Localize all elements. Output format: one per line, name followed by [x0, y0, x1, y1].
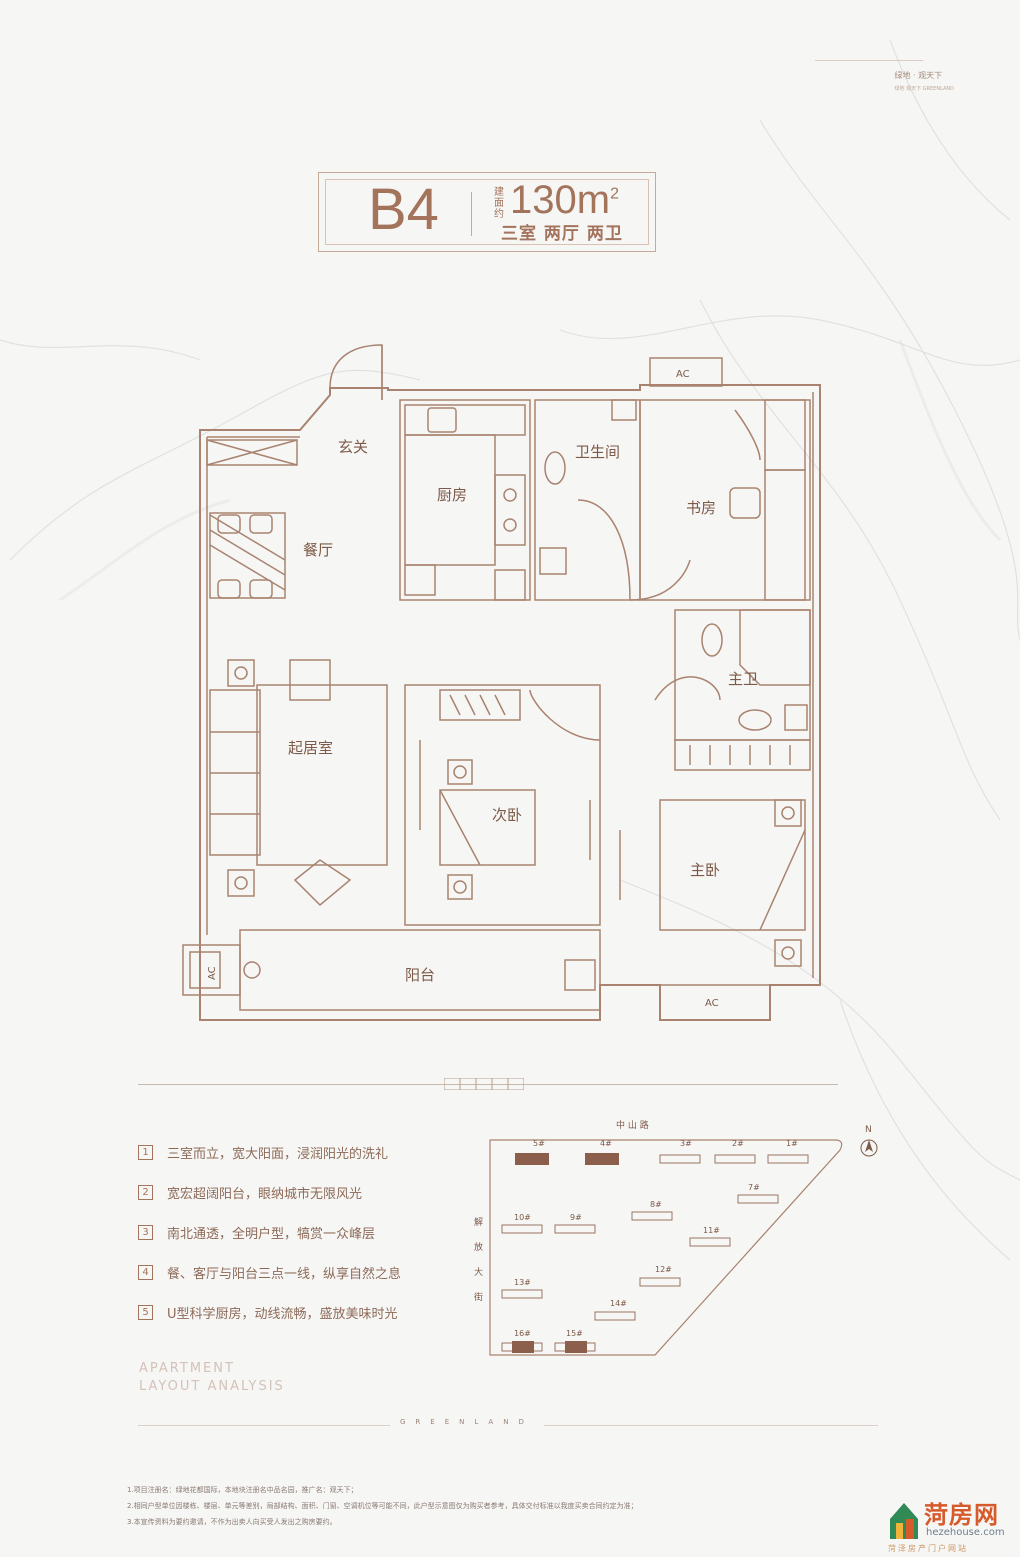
- area-superscript: 2: [610, 185, 619, 203]
- site-map: 中 山 路 解 放 大 街 N 5# 4# 3# 2# 1# 7# 8# 10: [474, 1119, 878, 1356]
- house-icon: [890, 1503, 918, 1539]
- building-label: 5#: [533, 1139, 545, 1148]
- layout-analysis-label: APARTMENT LAYOUT ANALYSIS: [139, 1360, 285, 1396]
- road-north: 中 山 路: [616, 1119, 649, 1131]
- building-label: 4#: [600, 1139, 612, 1148]
- layout-label-line1: APARTMENT: [139, 1361, 235, 1376]
- area-value: 130m2: [510, 178, 619, 223]
- feature-text: U型科学厨房，动线流畅，盛放美味时光: [167, 1306, 398, 1322]
- feature-number: 5: [138, 1304, 153, 1320]
- site-logo[interactable]: 菏房网 hezehouse.com 菏泽房产门户网站: [886, 1495, 1006, 1553]
- note-1: 1.项目注册名：绿地花都国际，本地块注册名中品名园，推广名：观天下；: [127, 1486, 358, 1494]
- logo-tagline: 菏泽房产门户网站: [888, 1544, 968, 1553]
- disclaimer-notes: 1.项目注册名：绿地花都国际，本地块注册名中品名园，推广名：观天下； 2.相同户…: [127, 1482, 638, 1530]
- building-label: 12#: [655, 1265, 672, 1274]
- building-label: 2#: [732, 1139, 744, 1148]
- title-frame: [318, 172, 656, 252]
- building-label: 8#: [650, 1200, 662, 1209]
- building-label: 9#: [570, 1213, 582, 1222]
- building-label: 16#: [514, 1329, 531, 1338]
- note-3: 3.本宣传资料为要约邀请，不作为出卖人向买受人发出之购房要约。: [127, 1518, 337, 1526]
- feature-number: 1: [138, 1144, 153, 1160]
- label-balcony: 阳台: [405, 966, 435, 984]
- feature-text: 南北通透，全明户型，犒赏一众峰层: [167, 1226, 376, 1242]
- brand-logo: 绿地 · 观天下 绿地 观天下 GREENLAND: [895, 70, 955, 92]
- area-number: 130m: [510, 178, 611, 222]
- section-divider: [138, 1084, 838, 1085]
- feature-item: 3 南北通透，全明户型，犒赏一众峰层: [138, 1221, 401, 1243]
- label-study: 书房: [686, 499, 716, 517]
- label-kitchen: 厨房: [437, 486, 467, 504]
- ac-master: AC: [705, 998, 719, 1009]
- layout-label-line2: LAYOUT ANALYSIS: [139, 1379, 285, 1394]
- building-label: 13#: [514, 1278, 531, 1287]
- brand-name: 绿地 · 观天下: [894, 71, 943, 80]
- north-label: N: [865, 1125, 872, 1135]
- room-count: 三室 两厅 两卫: [501, 224, 623, 244]
- feature-text: 宽宏超阔阳台，眼纳城市无限风光: [167, 1186, 363, 1202]
- feature-item: 4 餐、客厅与阳台三点一线，纵享自然之息: [138, 1261, 401, 1283]
- building-label: 3#: [680, 1139, 692, 1148]
- feature-item: 1 三室而立，宽大阳面，浸润阳光的洗礼: [138, 1141, 401, 1163]
- label-bathroom: 卫生间: [575, 443, 620, 461]
- logo-url: hezehouse.com: [926, 1527, 1005, 1538]
- label-living: 起居室: [288, 739, 333, 757]
- greenland-mark: GREENLAND: [390, 1418, 544, 1426]
- label-entry: 玄关: [338, 438, 368, 456]
- building-label: 14#: [610, 1299, 627, 1308]
- brand-frame: [815, 60, 923, 93]
- ac-balcony: AC: [207, 966, 218, 980]
- feature-item: 2 宽宏超阔阳台，眼纳城市无限风光: [138, 1181, 401, 1203]
- road-west-3: 大: [474, 1266, 483, 1278]
- unit-code: B4: [368, 177, 439, 242]
- label-second-bedroom: 次卧: [492, 806, 522, 824]
- road-west-2: 放: [474, 1241, 483, 1253]
- note-2: 2.相同户型单位因楼栋、楼层、单元等差别，局部结构、面积、门窗、空调机位等可能不…: [127, 1502, 638, 1510]
- label-dining: 餐厅: [303, 541, 333, 559]
- building-label: 15#: [566, 1329, 583, 1338]
- ac-study: AC: [676, 369, 690, 380]
- road-west-1: 解: [474, 1216, 483, 1228]
- feature-item: 5 U型科学厨房，动线流畅，盛放美味时光: [138, 1301, 401, 1323]
- brand-sub: 绿地 观天下 GREENLAND: [894, 86, 955, 92]
- building-label: 11#: [703, 1226, 720, 1235]
- feature-text: 餐、客厅与阳台三点一线，纵享自然之息: [167, 1266, 402, 1282]
- feature-text: 三室而立，宽大阳面，浸润阳光的洗礼: [167, 1146, 389, 1162]
- feature-list: 1 三室而立，宽大阳面，浸润阳光的洗礼 2 宽宏超阔阳台，眼纳城市无限风光 3 南北通…: [138, 1141, 401, 1341]
- scale-bar: [444, 1078, 524, 1090]
- feature-number: 3: [138, 1224, 153, 1240]
- label-master-bath: 主卫: [728, 670, 758, 688]
- area-label: 建面约: [494, 187, 504, 220]
- building-label: 7#: [748, 1183, 760, 1192]
- title-separator: [471, 192, 472, 236]
- building-label: 1#: [786, 1139, 798, 1148]
- feature-number: 4: [138, 1264, 153, 1280]
- feature-number: 2: [138, 1184, 153, 1200]
- label-master-bedroom: 主卧: [690, 861, 720, 879]
- road-west-4: 街: [474, 1291, 483, 1303]
- logo-name: 菏房网: [924, 1501, 999, 1529]
- building-label: 10#: [514, 1213, 531, 1222]
- floor-plan: 玄关 餐厅 厨房 卫生间 书房 主卫 起居室 次卧 主卧 阳台 AC AC AC: [182, 344, 821, 1021]
